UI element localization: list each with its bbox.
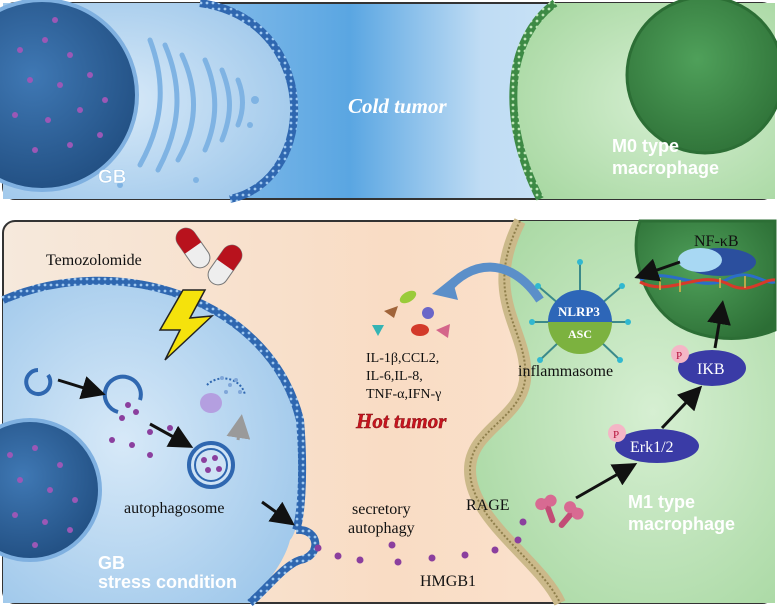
nucleus-dots — [12, 17, 108, 153]
inflammasome-complex: NLRP3 ASC — [529, 259, 631, 363]
secretion-arrow — [441, 262, 544, 303]
pill-icon — [175, 227, 243, 286]
phagophore-2 — [102, 374, 143, 414]
cytokine-icons — [372, 290, 450, 338]
autophagosome-vesicle — [187, 441, 235, 489]
top-panel: GB Cold tumor M0 type macrophage — [0, 0, 777, 203]
lightning-icon — [158, 289, 215, 361]
gb-cell-bottom — [0, 276, 320, 606]
er-golgi — [137, 37, 245, 173]
gb-cell-top — [0, 0, 299, 203]
bottom-panel: Temozolomide autophagosome GB stress con… — [0, 218, 777, 606]
rage-receptor-icon — [535, 494, 584, 528]
phagophore — [24, 368, 53, 396]
m0-macrophage — [509, 0, 777, 201]
hmgb1-dots — [314, 518, 527, 566]
lysosome-breakdown — [200, 376, 246, 413]
nfkb-complex — [639, 248, 776, 292]
